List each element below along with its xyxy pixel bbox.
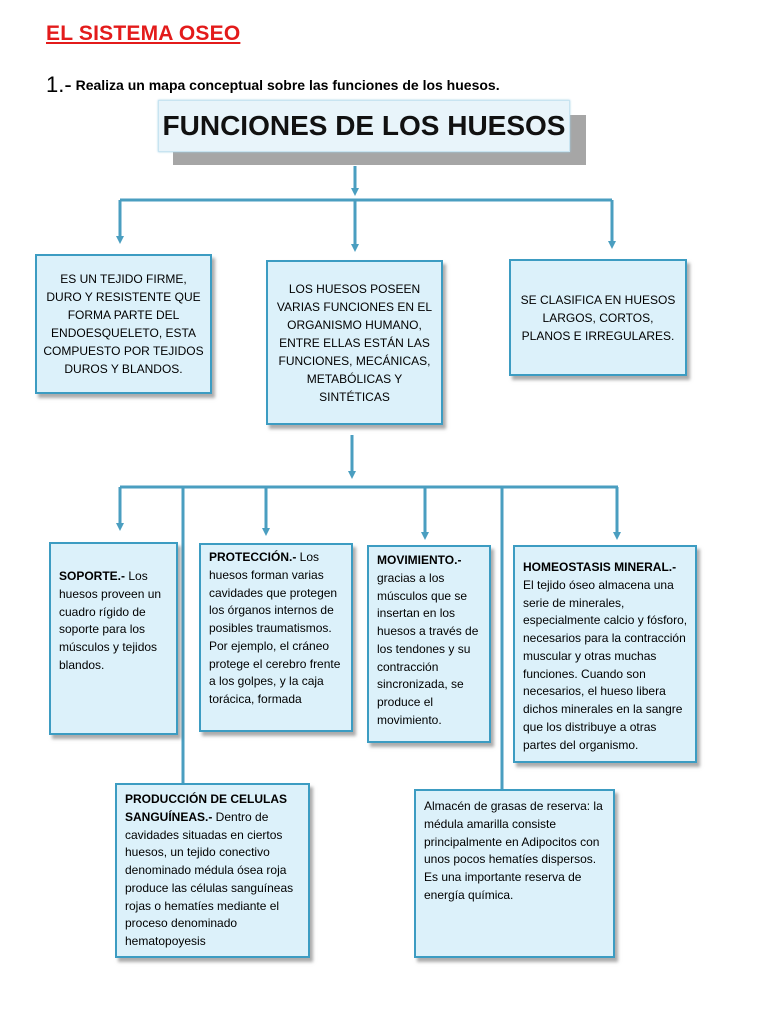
node-almacen-text: Almacén de grasas de reserva: la médula … <box>424 799 603 902</box>
node-produccion-text: Dentro de cavidades situadas en ciertos … <box>125 809 294 948</box>
root-node: FUNCIONES DE LOS HUESOS <box>158 100 570 152</box>
node-classification-text: SE CLASIFICA EN HUESOS LARGOS, CORTOS, P… <box>520 292 676 343</box>
document-title: EL SISTEMA OSEO <box>46 22 241 45</box>
node-definition-text: ES UN TEJIDO FIRME, DURO Y RESISTENTE QU… <box>43 272 204 376</box>
node-movimiento-heading: MOVIMIENTO.- <box>377 553 462 567</box>
node-definition: ES UN TEJIDO FIRME, DURO Y RESISTENTE QU… <box>35 254 212 394</box>
node-functions-overview: LOS HUESOS POSEEN VARIAS FUNCIONES EN EL… <box>266 260 443 425</box>
node-proteccion: PROTECCIÓN.- Los huesos forman varias ca… <box>199 543 353 732</box>
node-functions-overview-text: LOS HUESOS POSEEN VARIAS FUNCIONES EN EL… <box>276 281 433 404</box>
node-produccion-heading: PRODUCCIÓN DE CELULAS SANGUÍNEAS.- <box>125 792 288 824</box>
node-homeostasis-text: El tejido óseo almacena una serie de min… <box>523 577 688 752</box>
node-soporte: SOPORTE.- Los huesos proveen un cuadro r… <box>49 542 178 735</box>
node-almacen: Almacén de grasas de reserva: la médula … <box>414 789 615 958</box>
node-produccion: PRODUCCIÓN DE CELULAS SANGUÍNEAS.- Dentr… <box>115 783 310 958</box>
instruction: 1.- Realiza un mapa conceptual sobre las… <box>46 72 500 98</box>
node-soporte-text: Los huesos proveen un cuadro rígido de s… <box>59 569 162 672</box>
node-homeostasis: HOMEOSTASIS MINERAL.- El tejido óseo alm… <box>513 545 697 763</box>
node-proteccion-text: Los huesos forman varias cavidades que p… <box>209 550 341 706</box>
node-classification: SE CLASIFICA EN HUESOS LARGOS, CORTOS, P… <box>509 259 687 376</box>
node-soporte-heading: SOPORTE.- <box>59 569 126 583</box>
instruction-text: Realiza un mapa conceptual sobre las fun… <box>71 77 500 93</box>
node-proteccion-heading: PROTECCIÓN.- <box>209 550 297 564</box>
node-homeostasis-heading: HOMEOSTASIS MINERAL.- <box>523 560 677 574</box>
node-movimiento-text: gracias a los músculos que se insertan e… <box>377 570 479 727</box>
node-movimiento: MOVIMIENTO.- gracias a los músculos que … <box>367 545 491 743</box>
instruction-number: 1.- <box>46 72 72 97</box>
